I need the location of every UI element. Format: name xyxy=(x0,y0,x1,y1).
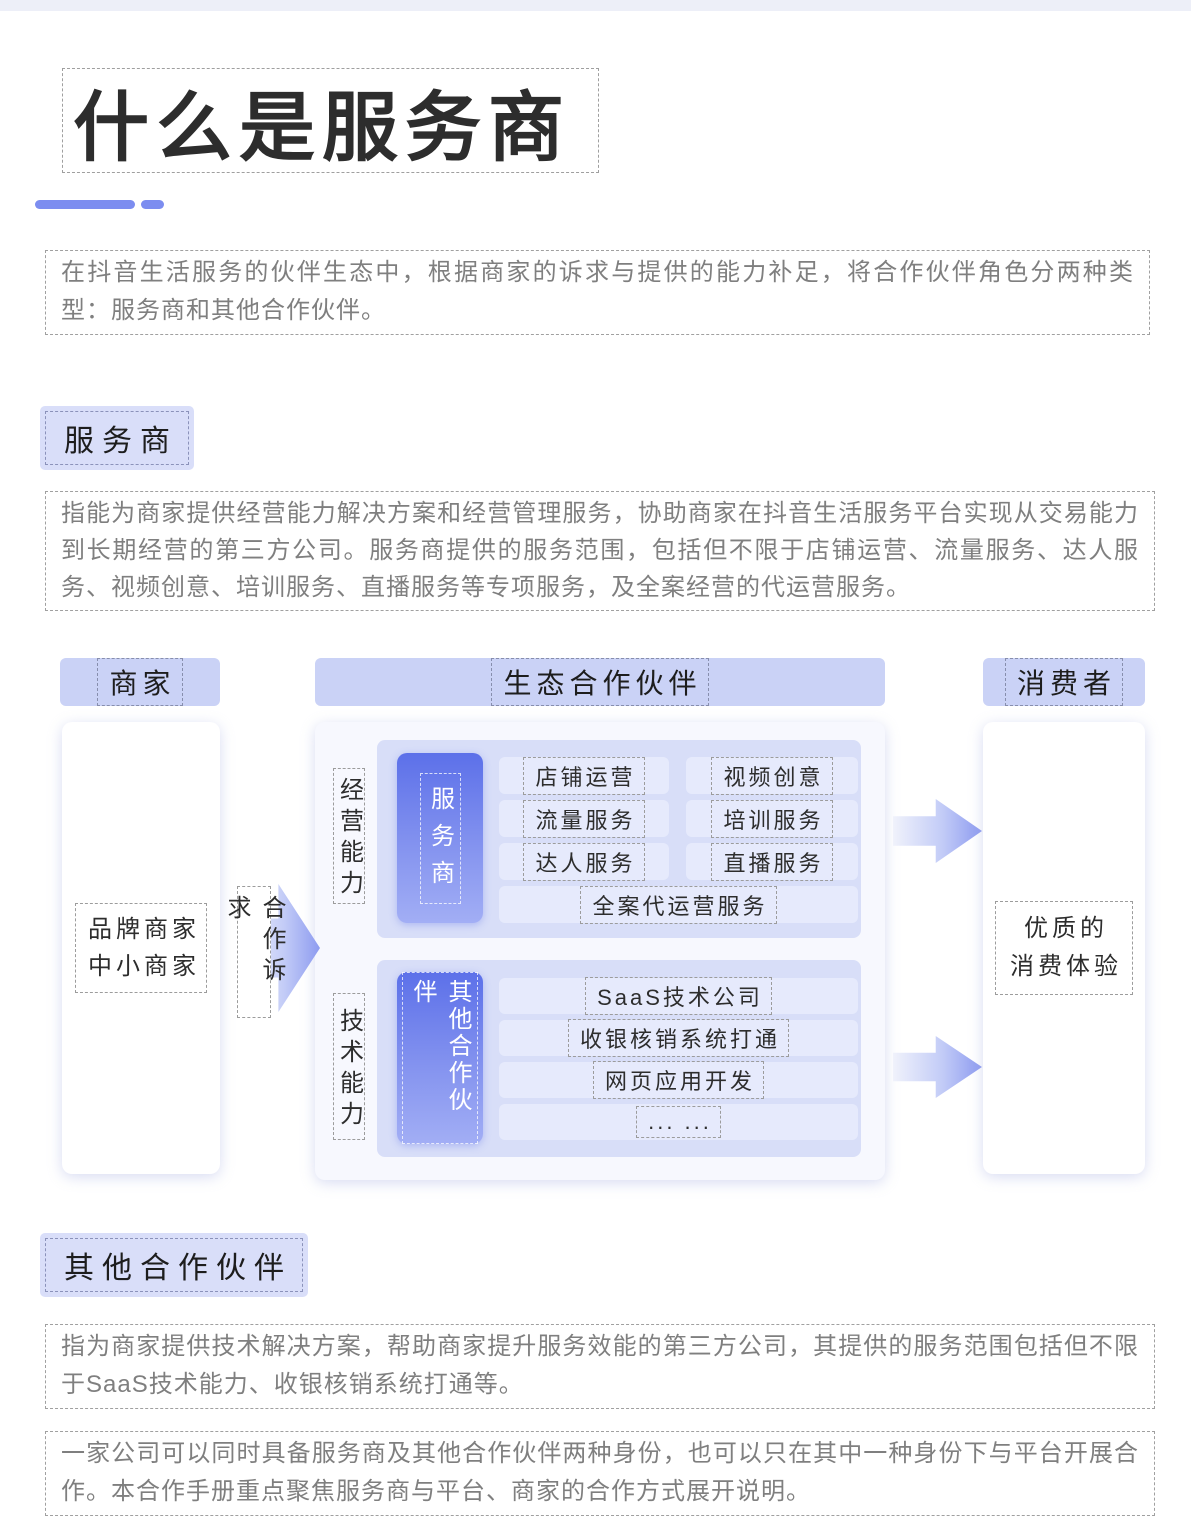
consumer-experience-block: 优质的 消费体验 xyxy=(995,901,1133,995)
service-provider-heading: 服务商 xyxy=(40,406,194,470)
intro-paragraph: 在抖音生活服务的伙伴生态中，根据商家的诉求与提供的能力补足，将合作伙伴角色分两种… xyxy=(45,250,1150,335)
service-item-label: 流量服务 xyxy=(523,799,645,838)
other-partner-heading: 其他合作伙伴 xyxy=(40,1233,308,1297)
merchant-types-block: 品牌商家 中小商家 xyxy=(75,903,207,993)
consumer-card: 优质的 消费体验 xyxy=(983,722,1145,1174)
service-provider-pill-label: 服务商 xyxy=(419,772,461,904)
service-item: 店铺运营 xyxy=(499,756,669,795)
tech-item-label: 网页应用开发 xyxy=(592,1061,764,1099)
consumer-experience-line: 消费体验 xyxy=(1010,953,1122,980)
tech-item-label: ... ... xyxy=(636,1106,721,1138)
service-provider-heading-label: 服务商 xyxy=(45,411,189,465)
service-item-label: 视频创意 xyxy=(711,756,833,795)
tech-capability-label: 技术能力 xyxy=(333,993,365,1140)
service-item-full: 全案代运营服务 xyxy=(499,885,858,924)
business-to-consumer-arrow-icon xyxy=(893,799,982,863)
consumer-column-header: 消费者 xyxy=(983,658,1145,706)
service-item-label: 达人服务 xyxy=(523,842,645,881)
merchant-type-line: 品牌商家 xyxy=(88,916,200,943)
tech-item-label: SaaS技术公司 xyxy=(585,977,772,1015)
cooperation-demand-label: 合作诉求 xyxy=(223,886,285,1018)
merchant-type-line: 中小商家 xyxy=(88,953,200,980)
service-item-label: 直播服务 xyxy=(711,842,833,881)
tech-item: SaaS技术公司 xyxy=(499,977,858,1015)
service-item-label: 店铺运营 xyxy=(523,756,645,795)
eco-partner-column-header: 生态合作伙伴 xyxy=(315,658,885,706)
merchant-card: 品牌商家 中小商家 xyxy=(62,722,220,1174)
service-provider-pill: 服务商 xyxy=(397,753,483,923)
consumer-header-label: 消费者 xyxy=(1004,658,1123,706)
footer-note-paragraph: 一家公司可以同时具备服务商及其他合作伙伴两种身份，也可以只在其中一种身份下与平台… xyxy=(45,1431,1155,1516)
merchant-header-label: 商家 xyxy=(97,658,183,706)
other-partner-pill-label: 其他合作伙伴 xyxy=(402,972,478,1144)
tech-item-label: 收银核销系统打通 xyxy=(567,1019,789,1057)
tech-item: 网页应用开发 xyxy=(499,1061,858,1099)
eco-partner-header-label: 生态合作伙伴 xyxy=(491,658,709,706)
tech-item: ... ... xyxy=(499,1104,858,1140)
tech-item: 收银核销系统打通 xyxy=(499,1019,858,1057)
business-capability-label: 经营能力 xyxy=(333,768,365,904)
other-partner-heading-label: 其他合作伙伴 xyxy=(45,1238,303,1292)
service-item: 培训服务 xyxy=(686,799,858,838)
title-underline-dash-short xyxy=(141,200,164,209)
consumer-experience-line: 优质的 xyxy=(1024,915,1108,942)
service-item: 视频创意 xyxy=(686,756,858,795)
other-partner-pill: 其他合作伙伴 xyxy=(397,972,483,1144)
top-accent-bar xyxy=(0,0,1191,11)
page-title-box: 什么是服务商 xyxy=(62,68,599,173)
merchant-column-header: 商家 xyxy=(60,658,220,706)
service-provider-description: 指能为商家提供经营能力解决方案和经营管理服务，协助商家在抖音生活服务平台实现从交… xyxy=(45,491,1155,611)
service-item: 直播服务 xyxy=(686,842,858,881)
tech-to-consumer-arrow-icon xyxy=(893,1036,982,1098)
page-title: 什么是服务商 xyxy=(73,85,571,171)
other-partner-description: 指为商家提供技术解决方案，帮助商家提升服务效能的第三方公司，其提供的服务范围包括… xyxy=(45,1324,1155,1409)
service-item-label: 全案代运营服务 xyxy=(580,885,777,924)
service-item-label: 培训服务 xyxy=(711,799,833,838)
service-item: 流量服务 xyxy=(499,799,669,838)
title-underline-dash-long xyxy=(35,200,135,209)
service-item: 达人服务 xyxy=(499,842,669,881)
